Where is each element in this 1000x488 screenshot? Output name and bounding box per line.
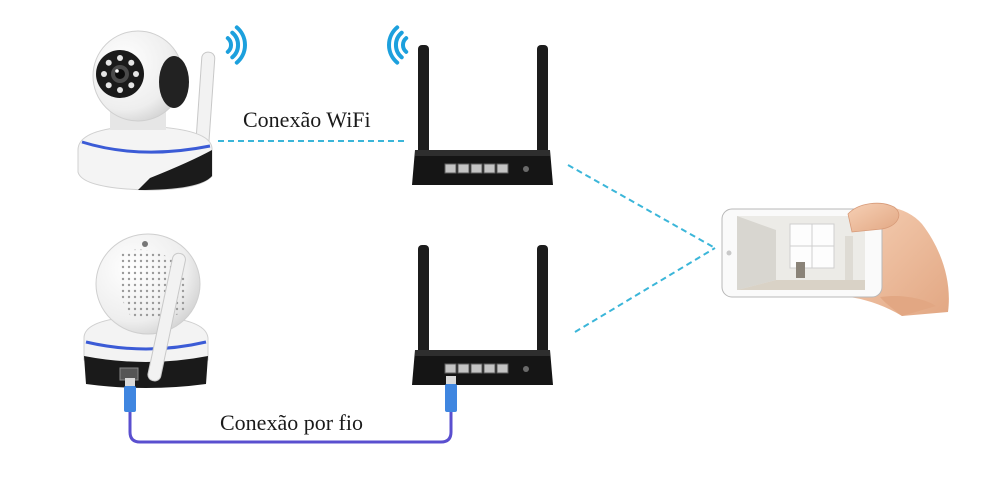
router-antenna-right (537, 245, 548, 370)
wifi-arc-small (225, 36, 233, 54)
router-antenna-left (418, 45, 429, 160)
camera-antenna (147, 252, 186, 382)
router-power-button (523, 166, 529, 172)
router-icon (412, 45, 553, 185)
router-side-connector (445, 376, 457, 412)
wifi-signal-icon (387, 25, 409, 65)
router-to-phone-link-bottom (574, 247, 716, 333)
wifi-arc-medium (230, 30, 240, 60)
router-to-phone-link-top (567, 164, 716, 249)
phone-screen (737, 216, 865, 290)
hand-thumb (847, 202, 900, 233)
wired-connection-label: Conexão por fio (220, 410, 363, 435)
smartphone-icon (721, 202, 949, 316)
camera-side-disc (159, 56, 189, 108)
router-top-edge (415, 150, 550, 156)
wifi-arc-medium (394, 30, 404, 60)
wifi-connection-label: Conexão WiFi (243, 107, 371, 132)
wifi-arc-large (234, 25, 247, 65)
router-antenna-right (537, 45, 548, 170)
wifi-arc-large (387, 25, 400, 65)
hand-finger (880, 296, 936, 316)
wifi-arc-small (401, 36, 409, 54)
phone-home-button (726, 250, 732, 256)
router-top-edge (415, 350, 550, 356)
camera-lens (96, 50, 144, 98)
cable-line (128, 410, 453, 444)
ip-camera-icon (77, 30, 216, 191)
camera-base-dark (84, 356, 208, 388)
ethernet-cable-icon (124, 376, 457, 444)
router-ports (444, 363, 509, 374)
camera-stripe (85, 340, 207, 351)
wifi-signal-icon (225, 25, 247, 65)
ip-camera-icon (83, 233, 209, 388)
camera-side-connector (124, 378, 136, 412)
router-antenna-left (418, 245, 429, 360)
camera-stripe (81, 140, 211, 154)
router-icon (412, 245, 553, 385)
camera-sensor (142, 241, 148, 247)
router-power-button (523, 366, 529, 372)
camera-base-dark (138, 150, 212, 190)
router-ports (444, 163, 509, 174)
